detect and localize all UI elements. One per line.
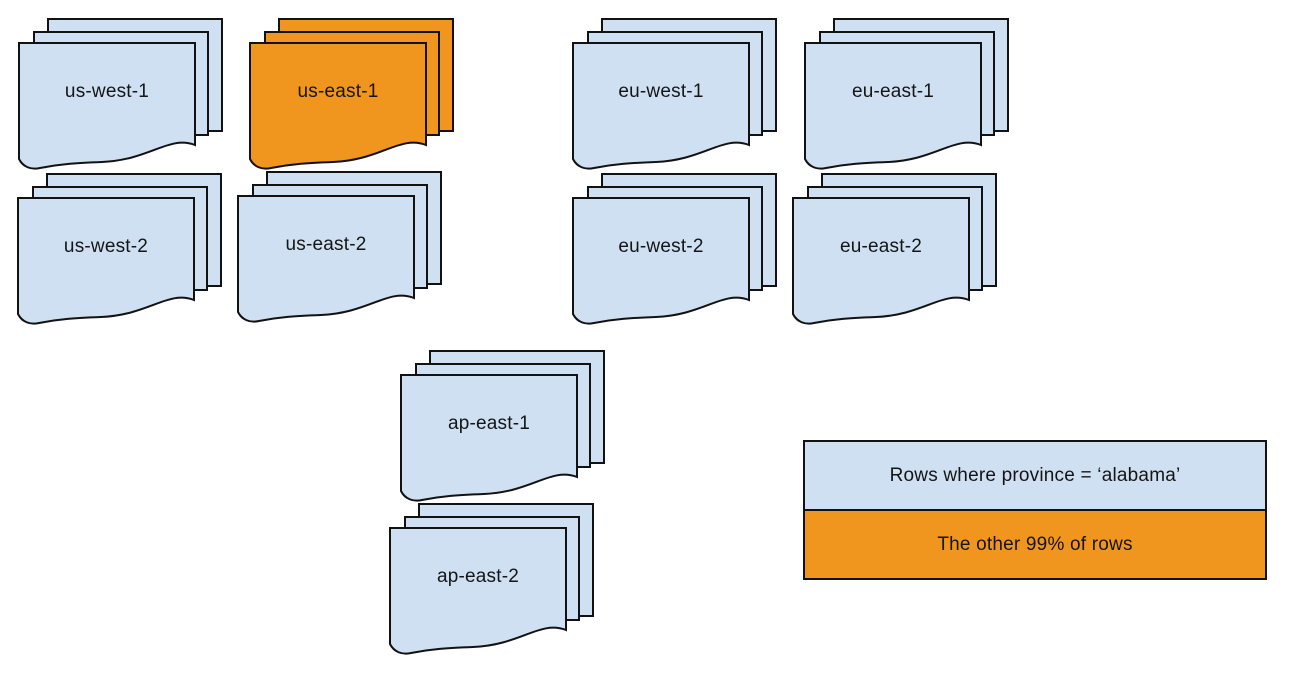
document-shape (792, 197, 970, 325)
region-label: us-east-1 (297, 81, 379, 102)
document-shape (400, 374, 578, 502)
region-label: us-west-1 (64, 81, 150, 102)
document-shape (249, 42, 427, 170)
region-stack-us-west-2: us-west-2 (17, 173, 224, 331)
region-stack-eu-west-2: eu-west-2 (572, 173, 779, 331)
document-shape (572, 197, 750, 325)
legend-item-other-rows: The other 99% of rows (805, 511, 1265, 578)
region-stack-eu-east-2: eu-east-2 (792, 173, 999, 331)
region-stack-eu-west-1: eu-west-1 (572, 18, 779, 176)
region-stack-us-west-1: us-west-1 (18, 18, 225, 176)
region-stack-eu-east-1: eu-east-1 (804, 18, 1011, 176)
legend-label: Rows where province = ‘alabama’ (889, 464, 1181, 486)
document-shape (18, 42, 196, 170)
document-shape (389, 527, 567, 655)
document-shape (804, 42, 982, 170)
region-label: eu-west-2 (618, 236, 704, 257)
region-stack-ap-east-1: ap-east-1 (400, 350, 607, 508)
region-label: us-west-2 (63, 236, 149, 257)
legend-label: The other 99% of rows (937, 533, 1133, 555)
region-label: eu-west-1 (618, 81, 704, 102)
legend: Rows where province = ‘alabama’ The othe… (803, 440, 1267, 580)
document-shape (572, 42, 750, 170)
region-label: us-east-2 (285, 234, 367, 255)
region-stack-us-east-1: us-east-1 (249, 18, 456, 176)
region-label: ap-east-1 (447, 413, 531, 434)
region-stack-ap-east-2: ap-east-2 (389, 503, 596, 661)
region-stack-us-east-2: us-east-2 (237, 171, 444, 329)
document-shape (237, 195, 415, 323)
region-label: eu-east-2 (839, 236, 923, 257)
document-shape (17, 197, 195, 325)
region-label: ap-east-2 (436, 566, 520, 587)
region-label: eu-east-1 (851, 81, 935, 102)
legend-item-alabama-rows: Rows where province = ‘alabama’ (805, 442, 1265, 511)
